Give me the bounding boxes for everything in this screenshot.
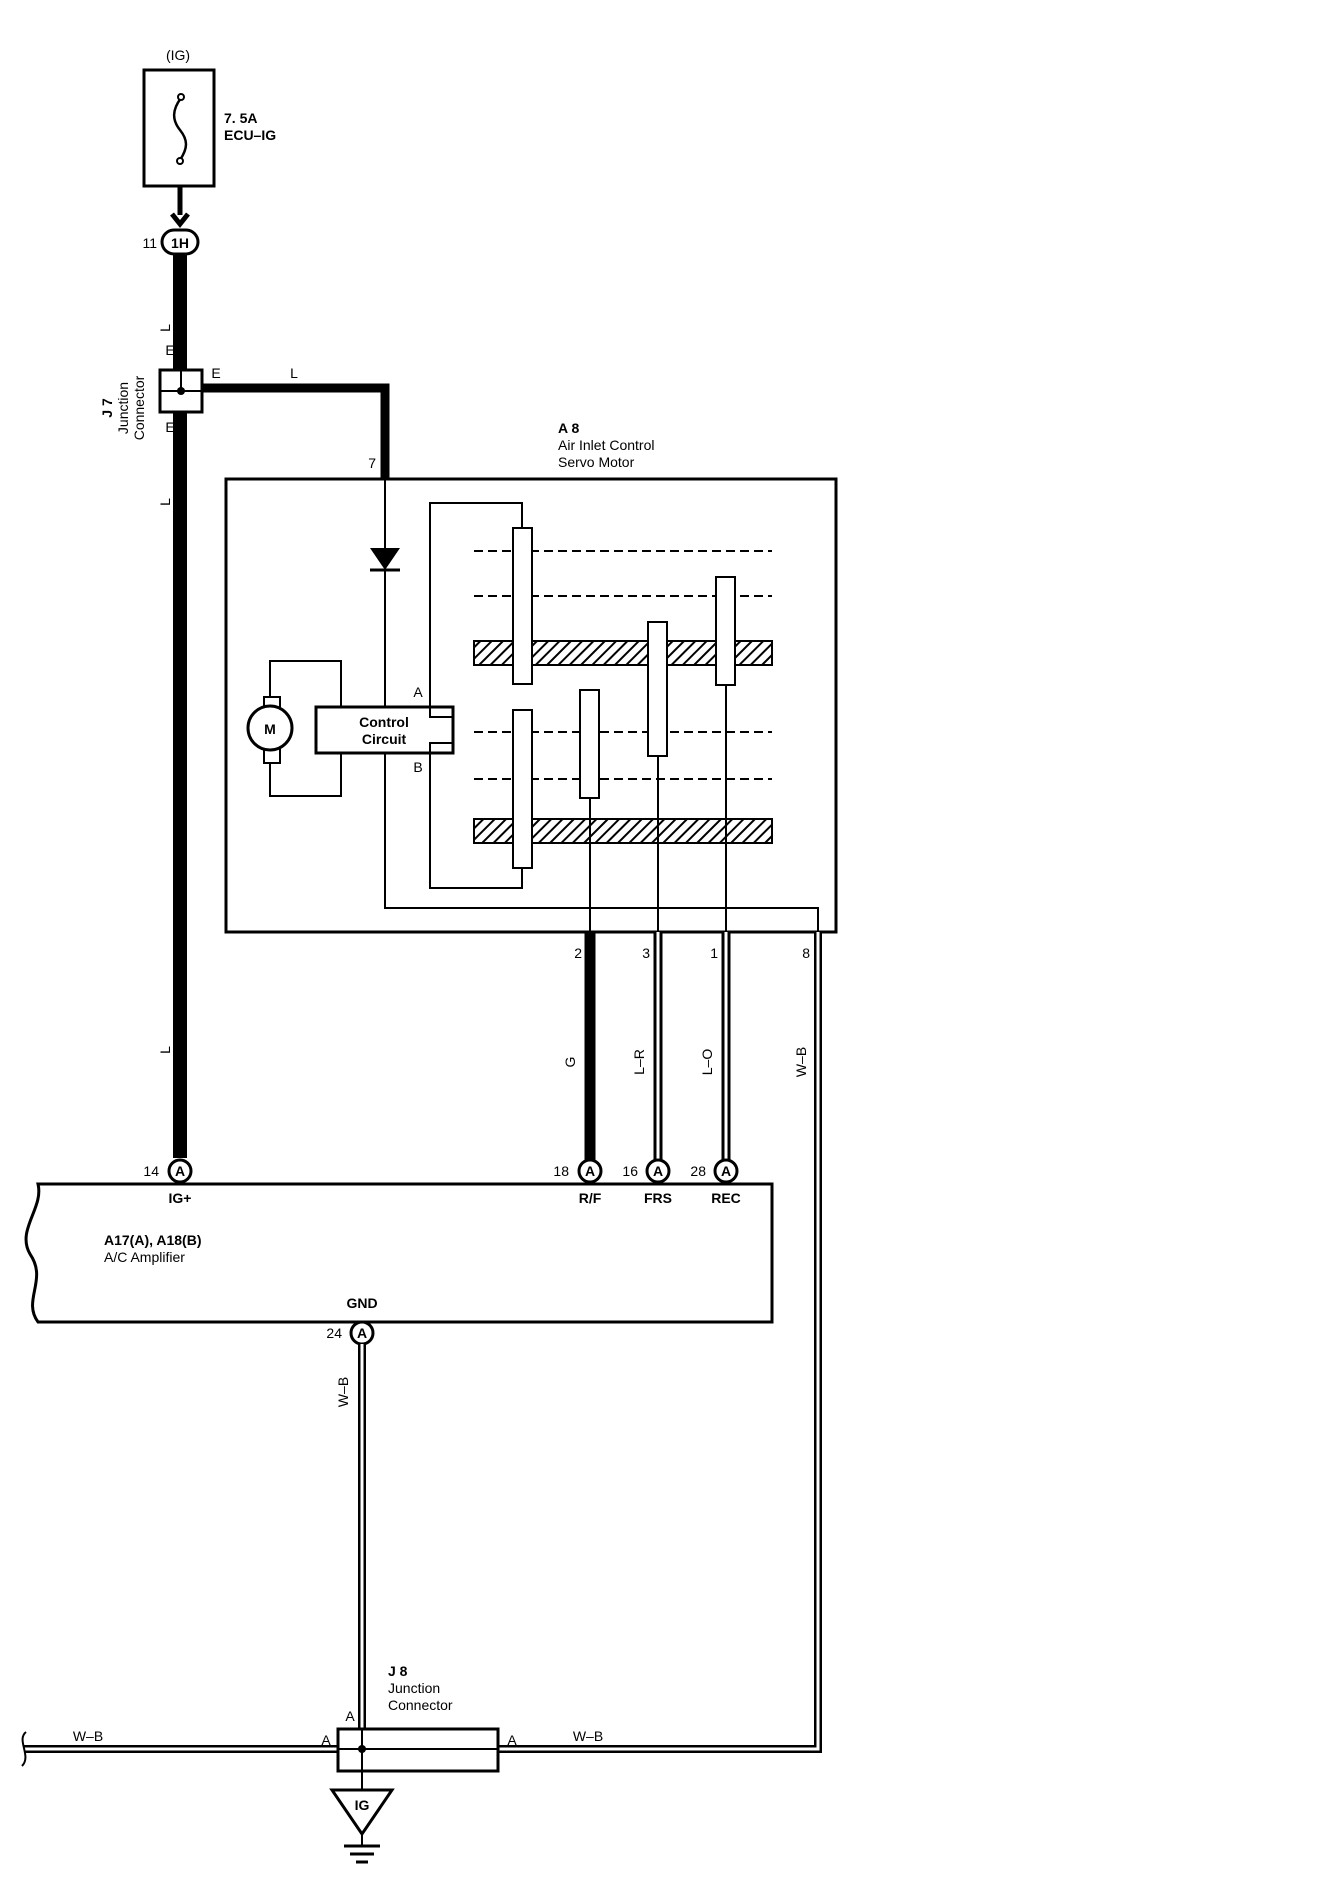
wire-color-gnd-right: W–B [573, 1728, 603, 1744]
j8-id: J 8 [388, 1663, 408, 1679]
connector-1h: 11 1H [142, 228, 200, 256]
servo-pin-rec: 1 [710, 945, 718, 961]
wire-servo-ground [498, 932, 822, 1753]
wire-color-ig-upper: L [157, 324, 173, 332]
wire-color-gnd-amp: W–B [335, 1377, 351, 1407]
j7-pin-bottom: E [165, 419, 174, 435]
junction-connector-j7: E E E J 7 Junction Connector [99, 342, 221, 440]
amp-connector-letter-ig: A [175, 1163, 185, 1179]
wire-color-ig-lower: L [157, 1046, 173, 1054]
j8-pin-right: A [507, 1732, 517, 1748]
fuse-rating: 7. 5A [224, 110, 257, 126]
wire-color-gnd-servo: W–B [793, 1047, 809, 1077]
servo-pin-rf: 2 [574, 945, 582, 961]
fuse-name: ECU–IG [224, 127, 276, 143]
amp-pin-rec: 28 [690, 1163, 706, 1179]
amp-connector-letter-gnd: A [357, 1325, 367, 1341]
servo-name-line1: Air Inlet Control [558, 437, 654, 453]
connector-1h-id: 1H [171, 235, 189, 251]
j7-pin-right: E [211, 365, 220, 381]
servo-pin-power: 7 [368, 455, 376, 471]
wire-color-gnd-left: W–B [73, 1728, 103, 1744]
terminal-b-label: B [413, 759, 422, 775]
amplifier-name: A/C Amplifier [104, 1249, 185, 1265]
amp-terminal-name-ig: IG+ [169, 1190, 192, 1206]
j7-name-line2: Connector [131, 375, 147, 440]
j8-name-line2: Connector [388, 1697, 453, 1713]
control-circuit-line2: Circuit [362, 731, 407, 747]
amp-terminal-frs: 16 A FRS [622, 1158, 672, 1206]
ac-amplifier: A17(A), A18(B) A/C Amplifier GND [24, 1182, 774, 1324]
fuse-ecu-ig: (IG) 7. 5A ECU–IG [142, 47, 276, 188]
wire-color-rec: L–O [699, 1049, 715, 1076]
wire-color-rf: G [562, 1057, 578, 1068]
wire-ground-left [21, 1731, 338, 1767]
ground-symbol-icon [344, 1844, 380, 1864]
amp-terminal-ig: 14 A IG+ [143, 1158, 193, 1206]
motor-label: M [264, 721, 276, 737]
amp-terminal-name-rf: R/F [579, 1190, 602, 1206]
servo-pin-gnd: 8 [802, 945, 810, 961]
amp-ground-pin: 24 [326, 1325, 342, 1341]
wire-color-frs: L–R [631, 1049, 647, 1075]
servo-id: A 8 [558, 420, 579, 436]
amp-ground-name: GND [346, 1295, 377, 1311]
amp-pin-rf: 18 [553, 1163, 569, 1179]
fuse-element-icon [172, 97, 188, 161]
wire-branch-to-servo [202, 383, 390, 478]
j8-pin-left: A [321, 1732, 331, 1748]
amp-connector-letter-frs: A [653, 1163, 663, 1179]
ground-label: IG [355, 1797, 370, 1813]
j7-pin-top: E [165, 342, 174, 358]
amp-pin-ig: 14 [143, 1163, 159, 1179]
amplifier-id: A17(A), A18(B) [104, 1232, 202, 1248]
junction-connector-j8: J 8 Junction Connector A A A [321, 1663, 517, 1773]
diode-icon [370, 548, 400, 570]
fuse-supply-label: (IG) [166, 47, 190, 63]
amp-terminal-rec: 28 A REC [690, 1158, 741, 1206]
amp-terminal-rf: 18 A R/F [553, 1158, 603, 1206]
j7-id: J 7 [99, 398, 115, 418]
wire-color-ig-mid: L [157, 498, 173, 506]
connector-1h-pin: 11 [142, 235, 157, 251]
amp-connector-letter-rec: A [721, 1163, 731, 1179]
ground-point: IG [329, 1788, 395, 1864]
servo-motor-a8: A 8 Air Inlet Control Servo Motor 7 M Co… [224, 420, 838, 961]
amp-pin-frs: 16 [622, 1163, 638, 1179]
servo-pin-frs: 3 [642, 945, 650, 961]
j8-pin-top: A [345, 1708, 355, 1724]
terminal-a-label: A [413, 684, 423, 700]
amp-terminal-name-frs: FRS [644, 1190, 672, 1206]
j8-name-line1: Junction [388, 1680, 440, 1696]
wire-color-branch: L [290, 365, 298, 381]
motor-icon [246, 704, 294, 752]
amp-terminal-name-rec: REC [711, 1190, 741, 1206]
j7-name-line1: Junction [115, 382, 131, 434]
servo-name-line2: Servo Motor [558, 454, 635, 470]
servo-housing [224, 477, 838, 934]
amp-connector-letter-rf: A [585, 1163, 595, 1179]
amp-terminal-gnd: 24 A [326, 1320, 375, 1346]
connector-arrow-icon [170, 212, 190, 229]
control-circuit-line1: Control [359, 714, 409, 730]
ground-triangle-icon [329, 1788, 395, 1837]
